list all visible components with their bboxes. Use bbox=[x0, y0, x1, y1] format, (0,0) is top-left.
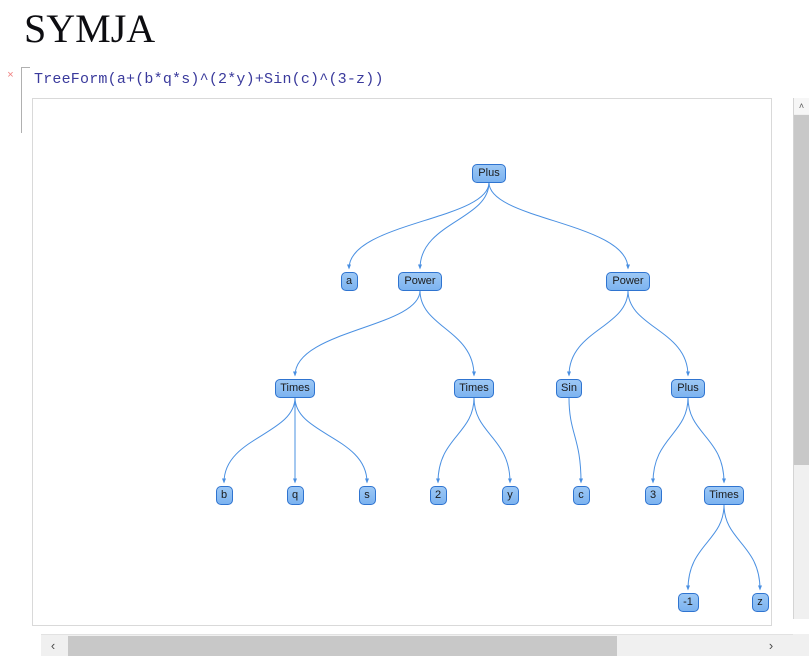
tree-node-sin[interactable]: Sin bbox=[556, 378, 582, 398]
tree-node-power[interactable]: Power bbox=[398, 271, 442, 291]
tree-node-s[interactable]: s bbox=[358, 485, 376, 505]
tree-node-b[interactable]: b bbox=[215, 485, 233, 505]
tree-edge bbox=[488, 182, 630, 270]
scroll-right-icon[interactable]: › bbox=[768, 638, 774, 653]
close-icon[interactable]: × bbox=[7, 69, 14, 81]
vertical-scroll-thumb[interactable] bbox=[794, 115, 809, 465]
tree-node-plus[interactable]: Plus bbox=[671, 378, 705, 398]
tree-edge bbox=[222, 397, 296, 484]
tree-node-z[interactable]: z bbox=[751, 592, 769, 612]
tree-node-times[interactable]: Times bbox=[704, 485, 744, 505]
logo-bar: SYMJA bbox=[0, 0, 809, 60]
tree-edge bbox=[568, 397, 583, 484]
tree-edge bbox=[723, 504, 762, 591]
tree-edge bbox=[651, 397, 689, 484]
tree-node-plus[interactable]: Plus bbox=[472, 163, 506, 183]
input-cell-row: × TreeForm(a+(b*q*s)^(2*y)+Sin(c)^(3-z)) bbox=[0, 60, 809, 133]
tree-node-q[interactable]: q bbox=[286, 485, 304, 505]
tree-node-y[interactable]: y bbox=[501, 485, 519, 505]
horizontal-scroll-thumb[interactable] bbox=[68, 636, 617, 656]
tree-node-1[interactable]: -1 bbox=[677, 592, 699, 612]
tree-edge bbox=[436, 397, 475, 484]
expression-input[interactable]: TreeForm(a+(b*q*s)^(2*y)+Sin(c)^(3-z)) bbox=[34, 71, 384, 88]
tree-node-2[interactable]: 2 bbox=[429, 485, 447, 505]
tree-edge bbox=[293, 290, 421, 377]
tree-edge bbox=[567, 290, 629, 377]
tree-node-c[interactable]: c bbox=[572, 485, 590, 505]
scrollbar-corner bbox=[793, 634, 809, 656]
scroll-up-icon[interactable]: ˄ bbox=[794, 98, 809, 114]
vertical-scrollbar[interactable]: ˄ bbox=[793, 98, 809, 619]
tree-node-times[interactable]: Times bbox=[275, 378, 315, 398]
tree-edge bbox=[686, 504, 725, 591]
cell-bracket[interactable] bbox=[21, 67, 30, 133]
tree-node-times[interactable]: Times bbox=[454, 378, 494, 398]
tree-edge bbox=[473, 397, 512, 484]
tree-node-power[interactable]: Power bbox=[606, 271, 650, 291]
tree-edge bbox=[419, 290, 476, 377]
tree-edge bbox=[347, 182, 490, 270]
horizontal-scrollbar[interactable]: ‹ › bbox=[41, 634, 793, 656]
tree-edge bbox=[687, 397, 726, 484]
tree-edges-svg bbox=[222, 182, 762, 591]
tree-node-a[interactable]: a bbox=[340, 271, 358, 291]
symja-logo: SYMJA bbox=[24, 6, 156, 51]
scroll-left-icon[interactable]: ‹ bbox=[50, 638, 56, 653]
tree-node-3[interactable]: 3 bbox=[644, 485, 662, 505]
tree-edge bbox=[294, 397, 369, 484]
tree-edge bbox=[627, 290, 690, 377]
tree-edge bbox=[418, 182, 490, 270]
